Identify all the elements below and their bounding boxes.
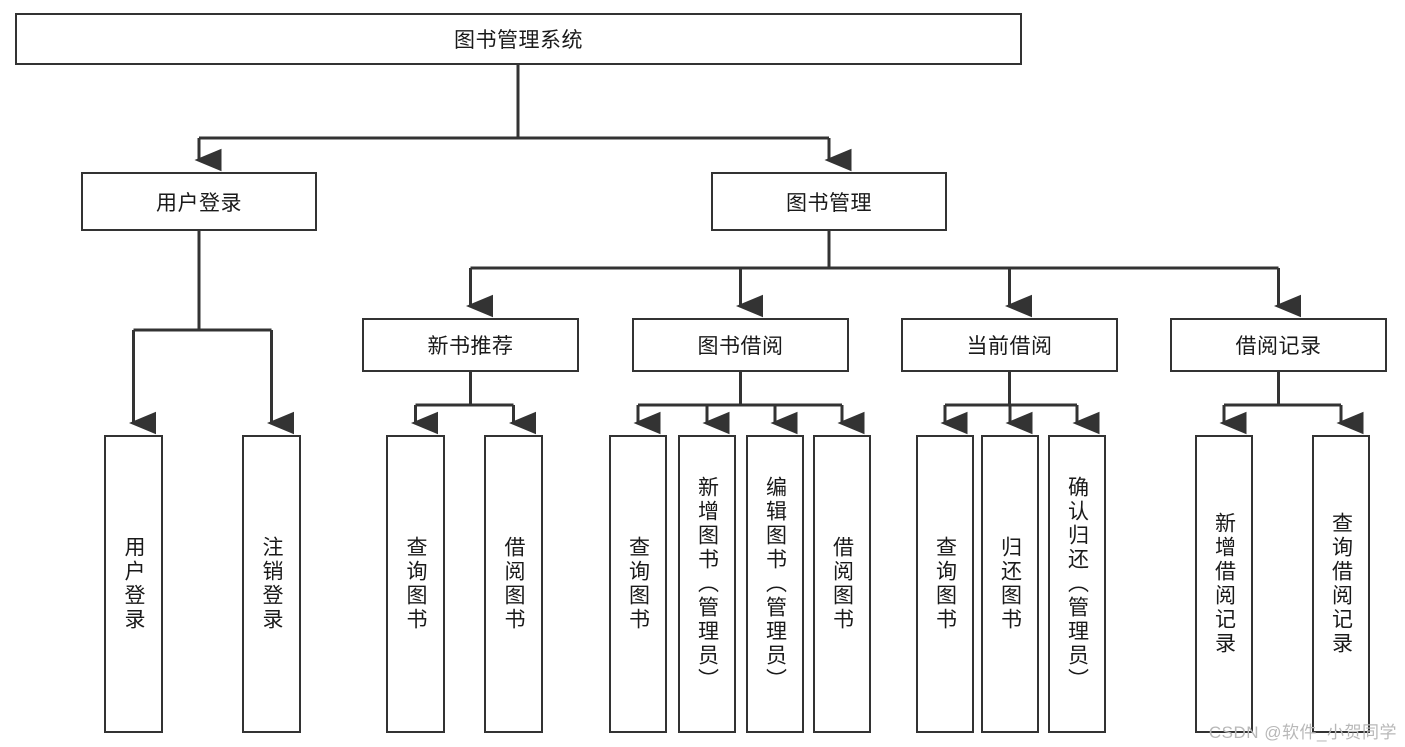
node-label: 新书推荐 (427, 335, 514, 358)
node-label: 查询图书 (933, 536, 957, 632)
node-label: 借阅图书 (502, 536, 525, 632)
node-label: 图书管理系统 (454, 29, 583, 52)
node-label: 图书管理 (786, 191, 872, 215)
node-leaf-borrow-book-recommend[interactable]: 借阅图书 (484, 435, 543, 733)
node-label: 用户登录 (122, 536, 145, 632)
node-book-manage[interactable]: 图书管理 (711, 172, 947, 231)
node-label: 查询图书 (404, 536, 427, 632)
node-label: 用户登录 (156, 191, 242, 215)
node-new-book-recommend[interactable]: 新书推荐 (362, 318, 579, 372)
node-label: 图书借阅 (697, 335, 784, 358)
node-label: 查询图书 (626, 536, 650, 632)
node-label: 借阅图书 (830, 536, 854, 632)
node-leaf-confirm-return[interactable]: 确认归还（管理员） (1048, 435, 1106, 733)
node-label: 新增图书（管理员） (695, 476, 719, 692)
node-label: 新增借阅记录 (1212, 512, 1236, 656)
node-leaf-return-book[interactable]: 归还图书 (981, 435, 1039, 733)
node-borrow-record[interactable]: 借阅记录 (1170, 318, 1387, 372)
node-label: 归还图书 (998, 536, 1022, 632)
node-leaf-query-borrow-record[interactable]: 查询借阅记录 (1312, 435, 1370, 733)
node-current-borrow[interactable]: 当前借阅 (901, 318, 1118, 372)
node-label: 借阅记录 (1235, 335, 1322, 358)
node-leaf-edit-book[interactable]: 编辑图书（管理员） (746, 435, 804, 733)
node-label: 当前借阅 (966, 335, 1053, 358)
node-label: 确认归还（管理员） (1065, 476, 1089, 692)
node-leaf-query-book-recommend[interactable]: 查询图书 (386, 435, 445, 733)
node-leaf-logout[interactable]: 注销登录 (242, 435, 301, 733)
node-leaf-user-login[interactable]: 用户登录 (104, 435, 163, 733)
node-leaf-add-borrow-record[interactable]: 新增借阅记录 (1195, 435, 1253, 733)
node-label: 注销登录 (260, 536, 283, 632)
node-label: 编辑图书（管理员） (763, 476, 787, 692)
node-user-login[interactable]: 用户登录 (81, 172, 317, 231)
node-root[interactable]: 图书管理系统 (15, 13, 1022, 65)
node-leaf-query-book-current[interactable]: 查询图书 (916, 435, 974, 733)
node-leaf-query-book-borrow[interactable]: 查询图书 (609, 435, 667, 733)
node-leaf-borrow-book[interactable]: 借阅图书 (813, 435, 871, 733)
node-leaf-add-book[interactable]: 新增图书（管理员） (678, 435, 736, 733)
node-book-borrow[interactable]: 图书借阅 (632, 318, 849, 372)
node-label: 查询借阅记录 (1329, 512, 1353, 656)
